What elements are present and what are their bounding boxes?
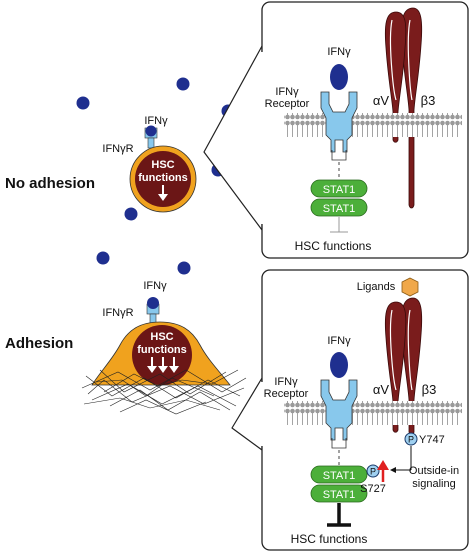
ifngr-receptor-bottom: [146, 297, 160, 325]
bottom-section: IFNγ IFNγR HSC functions: [5, 251, 469, 551]
callout-pointer-top: [203, 45, 263, 231]
ifng-label-bottom: IFNγ: [143, 280, 167, 292]
ifng-label-top: IFNγ: [144, 115, 168, 127]
cell-text-line2: functions: [138, 172, 188, 184]
down-arrows-icon: [147, 357, 179, 373]
section-label-no-adhesion: No adhesion: [5, 175, 95, 192]
cell-membrane: [284, 113, 462, 137]
ifng-ligand: [76, 96, 90, 110]
hsc-cell-top: HSC functions: [129, 145, 197, 213]
ifng-ligand: [96, 251, 110, 265]
panel-ifng-label-top: IFNγ: [327, 46, 351, 58]
extracellular-matrix-fibers: [81, 369, 247, 415]
stat1-pill-lower-bottom: [310, 484, 368, 503]
stat1-pill-upper-bottom: [310, 465, 368, 484]
ifngr-receptor-top: [144, 125, 158, 149]
phospho-symbol-y747: P: [408, 435, 414, 445]
stat1-label-upper-top: STAT1: [323, 184, 356, 196]
panel-receptor-label-line1: IFNγ: [275, 86, 299, 98]
ifng-ligand: [176, 77, 190, 91]
stat1-pill-upper-top: [310, 179, 368, 198]
cell-text-line2-bottom: functions: [137, 344, 187, 356]
ifng-ligand: [177, 261, 191, 275]
ligands-label: Ligands: [357, 281, 396, 293]
increase-arrow-icon: [377, 460, 389, 482]
callout-pointer-bottom: [231, 377, 263, 451]
cell-text-line1-bottom: HSC: [150, 331, 173, 343]
ifngr-label-bottom: IFNγR: [102, 307, 133, 319]
phospho-symbol-s727: P: [370, 467, 376, 477]
stat1-label-lower-bottom: STAT1: [323, 489, 356, 501]
ifng-receptor-panel-bottom: [320, 352, 358, 449]
panel-alphav-label-top: αV: [373, 93, 390, 108]
phospho-y747-icon: [404, 432, 418, 446]
panel-receptor-label-line2: Receptor: [265, 98, 310, 110]
bound-ifng: [147, 297, 159, 309]
bound-ifng: [145, 125, 157, 137]
detail-panel-top: IFNγ IFNγ Receptor αV β3 STAT1 STAT1 HSC…: [260, 1, 469, 259]
stat1-label-lower-top: STAT1: [323, 203, 356, 215]
s727-label: S727: [360, 483, 386, 495]
ifng-receptor-panel-top: [320, 64, 358, 161]
signaling-label-line1: Outside-in: [409, 465, 459, 477]
panel-beta3-label-bottom: β3: [422, 382, 437, 397]
free-ifng-ligands-bottom: [96, 251, 191, 275]
ifng-ligand-panel-bottom: [330, 352, 348, 378]
cell-text-line1: HSC: [151, 159, 174, 171]
panel-receptor-label-line1-bottom: IFNγ: [274, 376, 298, 388]
y747-label: Y747: [419, 434, 445, 446]
hsc-cell-adhered: HSC functions: [91, 321, 231, 386]
ifng-ligand: [124, 207, 138, 221]
signaling-label-line2: signaling: [412, 478, 455, 490]
panel-output-label-top: HSC functions: [295, 239, 372, 253]
stat1-pill-lower-top: [310, 198, 368, 217]
panel-beta3-label-top: β3: [421, 93, 436, 108]
cell-membrane-bottom: [284, 401, 462, 425]
panel-output-label-bottom: HSC functions: [291, 532, 368, 546]
stat1-label-upper-bottom: STAT1: [323, 470, 356, 482]
panel-alphav-label-bottom: αV: [373, 382, 390, 397]
phospho-s727-icon: [366, 464, 380, 478]
top-section: IFNγ IFNγR HSC functions No adhesion: [5, 1, 469, 259]
detail-panel-bottom: Ligands IFNγ IFNγ Receptor αV β3 P Y747: [260, 269, 469, 551]
ifng-ligand-panel: [330, 64, 348, 90]
panel-ifng-label-bottom: IFNγ: [327, 335, 351, 347]
down-arrow-icon: [158, 185, 168, 201]
panel-receptor-label-line2-bottom: Receptor: [264, 388, 309, 400]
ligand-hexagon: [401, 277, 419, 297]
section-label-adhesion: Adhesion: [5, 335, 73, 352]
ifngr-label-top: IFNγR: [102, 143, 133, 155]
